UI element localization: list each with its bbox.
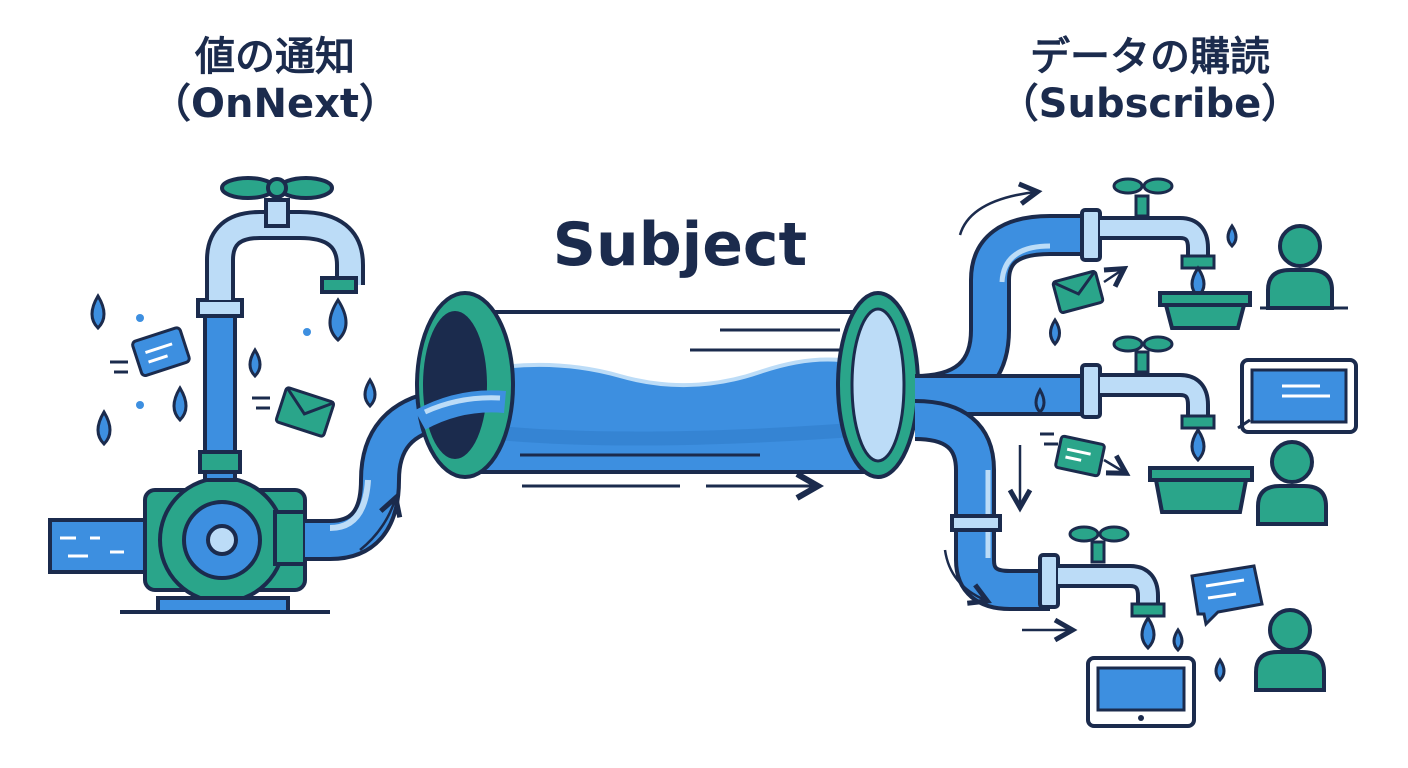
subject-inlet-ring — [414, 291, 515, 479]
publish-label-title: 値の通知 — [195, 34, 355, 80]
publish-label: 値の通知 （OnNext） — [110, 34, 440, 128]
subscribe-label: データの購読 （Subscribe） — [960, 34, 1340, 128]
faucet-icon — [1080, 335, 1216, 463]
monitor-icon — [1237, 358, 1358, 434]
distribution-pipes — [914, 192, 1090, 630]
basin-icon — [1158, 291, 1252, 330]
message-icon — [110, 326, 191, 377]
faucet-icon — [1038, 525, 1166, 651]
chat-bubble-icon — [1190, 564, 1264, 628]
source-inlet-pipe — [48, 518, 162, 574]
connector-pipe — [305, 388, 502, 561]
subject-outlet-ring — [836, 291, 920, 479]
user-icon — [1260, 224, 1348, 310]
source-riser-pipe — [196, 298, 244, 482]
tablet-icon — [1086, 656, 1196, 728]
subject-tube — [468, 310, 882, 474]
user-icon — [1256, 440, 1328, 526]
subscribe-label-method: （Subscribe） — [998, 81, 1302, 128]
subscriber-1 — [1049, 177, 1348, 347]
envelope-icon — [252, 386, 336, 438]
pump-icon — [120, 476, 330, 614]
subscribe-label-title: データの購読 — [1030, 34, 1270, 80]
user-icon — [1254, 608, 1326, 692]
subscriber-3 — [1038, 525, 1326, 728]
subscriber-2 — [1040, 335, 1358, 526]
water-drop-icon — [90, 293, 377, 447]
message-icon — [1040, 432, 1124, 478]
publish-label-method: （OnNext） — [150, 81, 399, 128]
faucet-icon — [1080, 177, 1216, 298]
envelope-icon — [1051, 270, 1122, 314]
subject-label: Subject — [552, 210, 808, 280]
faucet-icon — [205, 176, 365, 300]
basin-icon — [1148, 466, 1254, 514]
